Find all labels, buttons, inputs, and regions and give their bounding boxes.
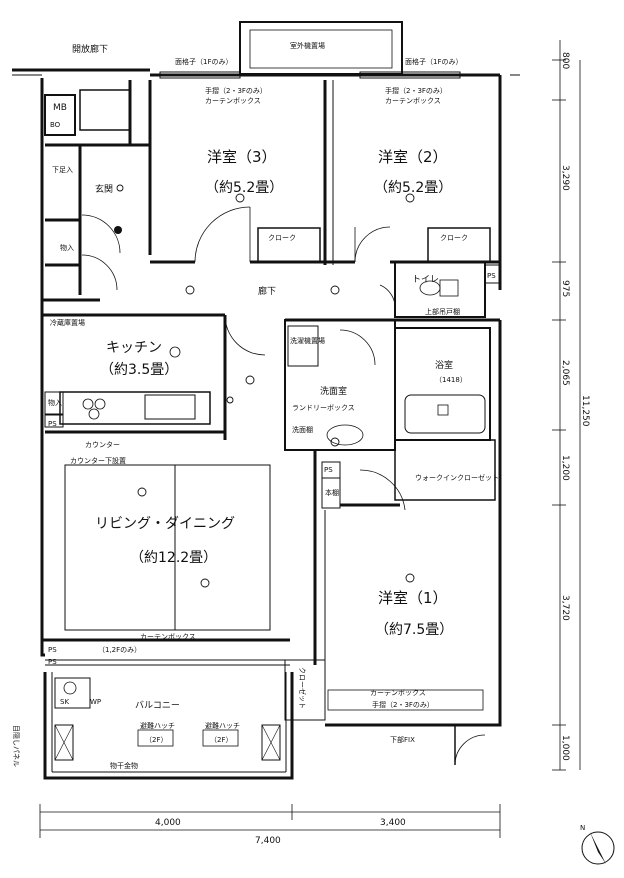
ceiling-lights [116,184,415,588]
dim-right-total: 11,250 [580,395,590,427]
label-open-corridor: 開放廊下 [72,43,108,55]
kitchen-light-icon [169,346,181,358]
dim-right-6: 1,000 [560,735,570,761]
label-curtain-right-a: 手摺（2・3Fのみ） [385,86,447,95]
label-kitchen-storage: 物入 [48,398,62,407]
label-room3-size: （約5.2畳） [205,180,283,196]
label-grille-right: 面格子（1Fのみ） [405,57,462,66]
label-partition: 目隠しパネル [12,725,21,767]
label-wash-shelf: 洗面棚 [292,425,313,434]
label-room1-size: （約7.5畳） [375,622,453,638]
label-bo: BO [50,121,61,129]
label-curtain-living: カーテンボックス [140,633,196,641]
dim-bottom-0: 4,000 [155,818,181,828]
label-grille-left: 面格子（1Fのみ） [175,57,232,66]
label-ps-bottom-a: PS [48,646,57,654]
label-curtain-room1-note: 手摺（2・3Fのみ） [372,700,434,709]
dim-bottom-1: 3,400 [380,818,406,828]
label-room2: 洋室（2） [378,148,448,166]
label-curtain-left-a: 手摺（2・3Fのみ） [205,86,267,95]
label-ps-bottom-b: PS [48,658,57,666]
label-entrance: 玄関 [95,183,113,195]
label-ps-mid: PS [324,466,333,474]
label-shoe-box: 下足入 [52,166,73,174]
label-hall: 廊下 [258,285,276,297]
label-kitchen: キッチン [106,340,162,356]
label-dry-fitting: 物干金物 [110,761,138,770]
label-ps-kitchen: PS [48,420,57,428]
label-under-counter: カウンター下設置 [70,456,126,465]
label-living: リビング・ダイニング [95,516,235,532]
label-fridge: 冷蔵庫置場 [50,318,85,327]
dim-right-4: 1,200 [560,455,570,481]
label-living-size: （約12.2畳） [130,550,217,566]
label-fix: 下部FIX [390,735,415,744]
toilet-fixture [419,279,459,297]
label-closet-small: クローゼット [298,667,307,709]
label-room3: 洋室（3） [207,148,277,166]
dim-bottom-total: 7,400 [255,836,281,846]
label-closet2: クローク [440,234,468,242]
dim-right-2: 975 [560,280,570,297]
switch-dot [114,226,122,234]
label-hatch-left-floor: （2F） [145,736,167,744]
dimension-bottom: 4,000 3,400 7,400 [39,804,501,846]
wash-sink [326,424,364,446]
dim-right-1: 3,290 [560,165,570,191]
label-curtain-living-note: （1,2Fのみ） [98,646,141,654]
north-arrow-icon: N [580,824,615,865]
label-laundry: ランドリーボックス [292,404,355,412]
label-bath-size: （1418） [435,376,467,384]
label-walkin: ウォークインクローゼット [415,473,499,482]
label-shelf: 本棚 [325,488,339,497]
label-closet3: クローク [268,234,296,242]
label-toilet: トイレ [412,275,439,285]
dimension-right: 800 3,290 975 2,065 1,200 3,720 1,000 11… [552,40,590,771]
label-sk: SK [60,698,69,706]
label-washer: 洗濯機置場 [290,336,325,345]
label-outdoor-unit: 室外機置場 [290,41,325,50]
label-ps-top: PS [487,272,496,280]
north-label: N [580,824,585,832]
stove-burners [82,398,106,420]
plan-labels: 開放廊下 室外機置場 面格子（1Fのみ） 面格子（1Fのみ） 手摺（2・3Fのみ… [12,41,499,770]
outdoor-unit-area [239,21,403,75]
dim-right-0: 800 [560,52,570,69]
label-curtain-room1: カーテンボックス [370,689,426,697]
label-room1: 洋室（1） [378,589,448,607]
label-washroom: 洗面室 [320,385,347,397]
label-room2-size: （約5.2畳） [374,180,452,196]
label-upper-cabinet: 上部吊戸棚 [425,307,460,316]
dim-right-3: 2,065 [560,360,570,386]
label-wp: WP [90,698,101,706]
interior-walls [42,80,501,765]
label-hatch-right-floor: （2F） [210,736,232,744]
label-bath: 浴室 [435,359,453,371]
door-swings [81,206,486,766]
label-mb: MB [53,103,67,113]
label-hatch-right: 避難ハッチ [205,721,240,730]
label-hatch-left: 避難ハッチ [140,721,175,730]
label-storage: 物入 [60,243,74,252]
window-grilles [159,71,461,79]
label-curtain-right-b: カーテンボックス [385,97,441,105]
label-counter: カウンター [85,440,120,449]
dim-right-5: 3,720 [560,595,570,621]
label-curtain-left-b: カーテンボックス [205,97,261,105]
label-kitchen-size: （約3.5畳） [100,362,178,378]
label-balcony: バルコニー [135,700,180,711]
